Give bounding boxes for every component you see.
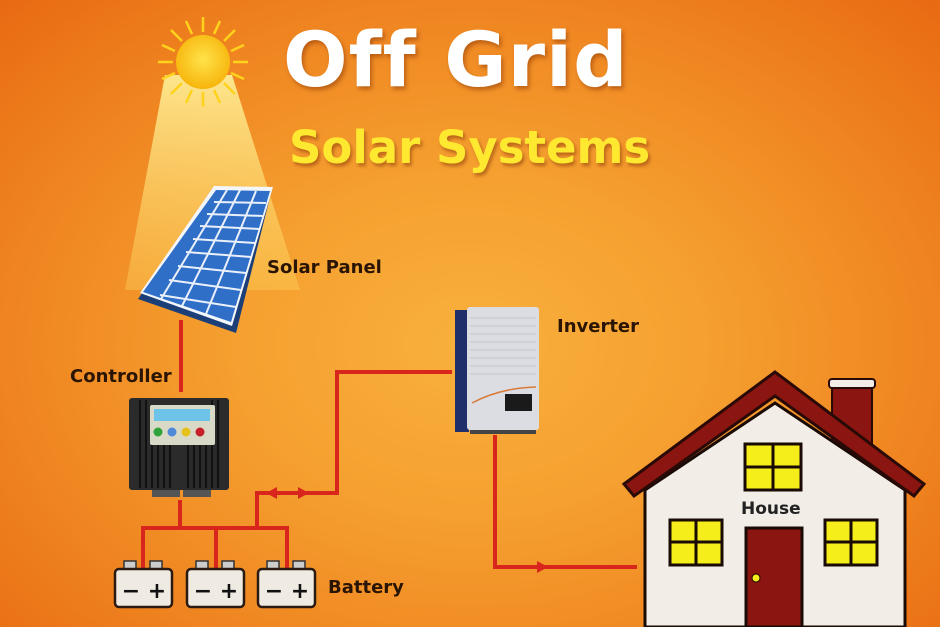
battery-icon: − + bbox=[185, 560, 246, 609]
battery-icon: − + bbox=[113, 560, 174, 609]
battery-label: Battery bbox=[328, 577, 404, 598]
solar-panel-label: Solar Panel bbox=[267, 257, 382, 278]
svg-text:+: + bbox=[148, 579, 166, 604]
house-label: House bbox=[741, 499, 801, 519]
svg-text:−: − bbox=[194, 579, 212, 604]
page-subtitle: Solar Systems bbox=[289, 121, 651, 174]
inverter-label: Inverter bbox=[557, 316, 640, 337]
svg-text:−: − bbox=[122, 579, 140, 604]
svg-text:−: − bbox=[265, 579, 283, 604]
page-title: Off Grid bbox=[283, 15, 629, 104]
svg-text:+: + bbox=[220, 579, 238, 604]
svg-text:+: + bbox=[291, 579, 309, 604]
battery-icon: − + bbox=[256, 560, 317, 609]
controller-label: Controller bbox=[70, 366, 172, 387]
